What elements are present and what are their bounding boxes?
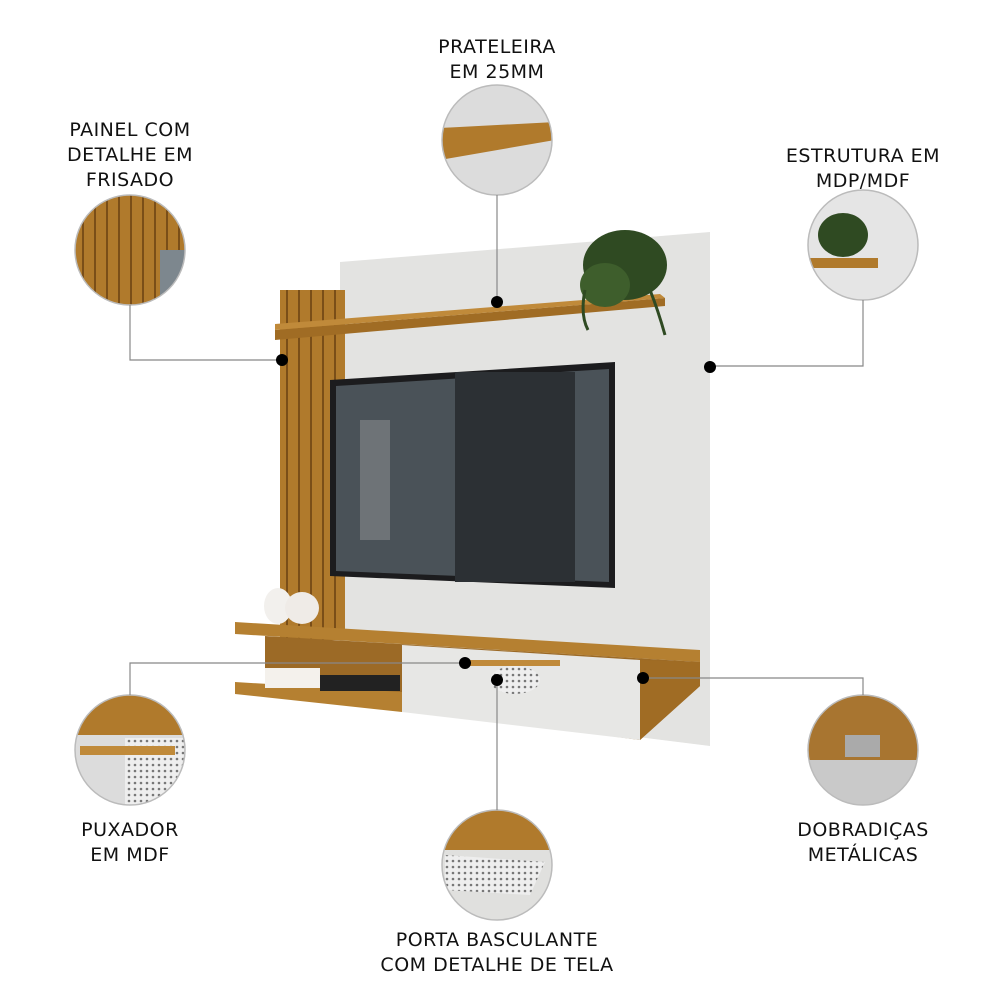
- handle: [470, 660, 560, 666]
- plant-image: [580, 230, 667, 336]
- callout-label-prateleira: PRATELEIRA EM 25MM: [438, 36, 556, 83]
- callout-label-painel: PAINEL COM DETALHE EM FRISADO: [66, 119, 194, 191]
- detail-circle-estrutura: [808, 190, 918, 300]
- callout-label-dobradicas: DOBRADIÇAS METÁLICAS: [797, 819, 929, 866]
- detail-circle-painel: [75, 195, 185, 305]
- vase: [264, 588, 292, 624]
- detail-circle-porta: [442, 810, 552, 920]
- callout-dots: [276, 296, 716, 686]
- detail-circle-prateleira: [442, 85, 552, 195]
- bottom-unit-top: [235, 622, 700, 662]
- top-shelf: [275, 298, 665, 340]
- callout-label-porta: PORTA BASCULANTE COM DETALHE DE TELA: [380, 929, 614, 976]
- detail-circle-dobradicas: [808, 695, 918, 805]
- callout-label-estrutura: ESTRUTURA EM MDP/MDF: [785, 145, 941, 192]
- callout-label-puxador: PUXADOR EM MDF: [81, 819, 179, 866]
- detail-circle-puxador: [75, 695, 185, 805]
- leader-lines: [129, 195, 864, 810]
